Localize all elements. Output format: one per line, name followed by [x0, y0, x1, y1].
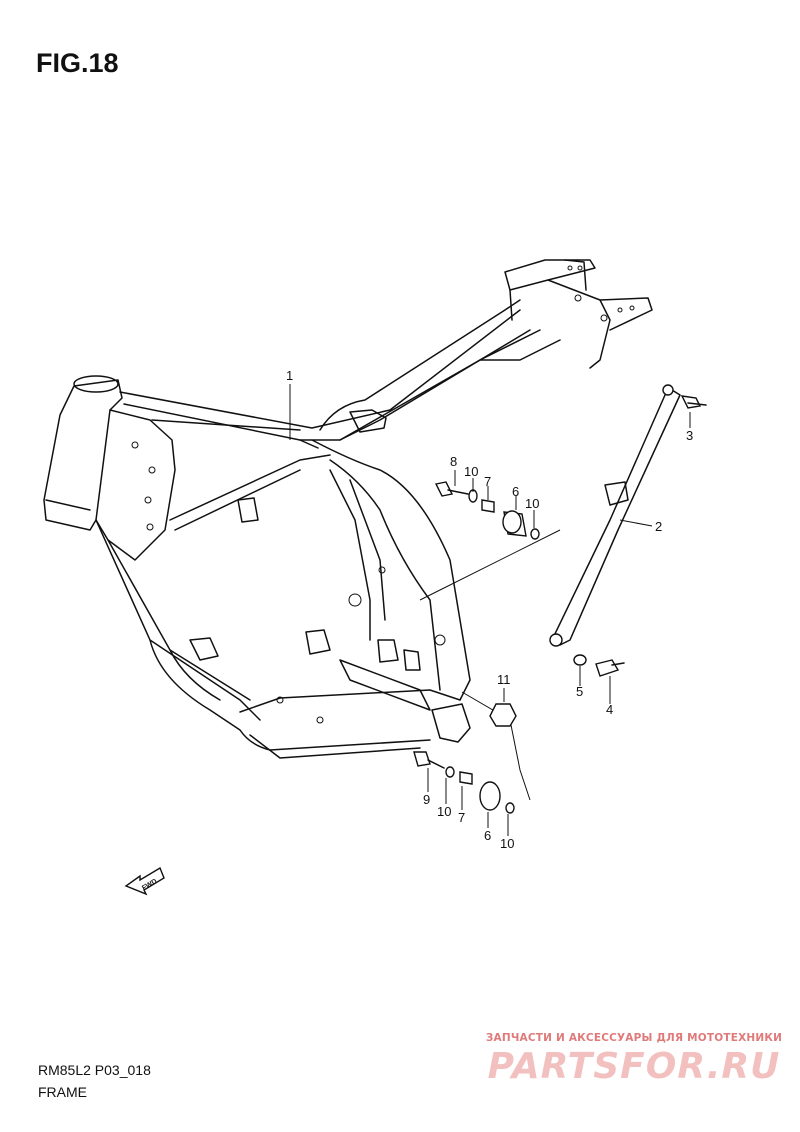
callout-8: 8: [450, 454, 457, 469]
callout-10-d: 10: [500, 836, 514, 851]
leader-lines: [289, 384, 691, 836]
washer-part-10b[interactable]: [530, 528, 540, 540]
bushing-part-6a[interactable]: [502, 510, 527, 537]
washer-part-10d[interactable]: [505, 802, 515, 814]
frame-part-1[interactable]: [43, 259, 653, 801]
callout-7-upper: 7: [484, 474, 491, 489]
figure-title: FIG.18: [36, 48, 119, 78]
callout-5: 5: [576, 684, 583, 699]
callout-10-c: 10: [437, 804, 451, 819]
watermark-tagline: ЗАПЧАСТИ И АКСЕССУАРЫ ДЛЯ МОТОТЕХНИКИ: [485, 1032, 783, 1044]
washer-part-10c[interactable]: [445, 766, 455, 778]
callout-1: 1: [286, 368, 293, 383]
callout-7-lower: 7: [458, 810, 465, 825]
bushing-part-6b[interactable]: [479, 781, 501, 811]
callout-2: 2: [655, 519, 662, 534]
bolt-part-9[interactable]: [413, 751, 445, 769]
callout-11: 11: [497, 672, 511, 687]
frame-caption: FRAME: [38, 1084, 87, 1100]
callout-10-a: 10: [464, 464, 478, 479]
callout-9: 9: [423, 792, 430, 807]
callout-10-b: 10: [525, 496, 539, 511]
spacer-part-7b[interactable]: [459, 771, 473, 785]
watermark-brand: PARTSFOR.RU: [487, 1046, 781, 1087]
callout-3: 3: [686, 428, 693, 443]
bolt-part-3[interactable]: [680, 395, 707, 409]
bolt-part-8[interactable]: [434, 481, 469, 497]
spacer-part-7a[interactable]: [481, 499, 495, 513]
strut-part-2[interactable]: [549, 384, 681, 647]
callout-6-upper: 6: [512, 484, 519, 499]
washer-part-5[interactable]: [573, 654, 587, 666]
watermark: ЗАПЧАСТИ И АКСЕССУАРЫ ДЛЯ МОТОТЕХНИКИ PA…: [484, 1032, 784, 1087]
callout-4: 4: [606, 702, 613, 717]
model-code: RM85L2 P03_018: [38, 1062, 151, 1078]
fwd-arrow-icon: FWD: [124, 866, 165, 896]
callout-6-lower: 6: [484, 828, 491, 843]
bolt-part-4[interactable]: [595, 659, 625, 677]
nut-part-11[interactable]: [489, 703, 517, 727]
